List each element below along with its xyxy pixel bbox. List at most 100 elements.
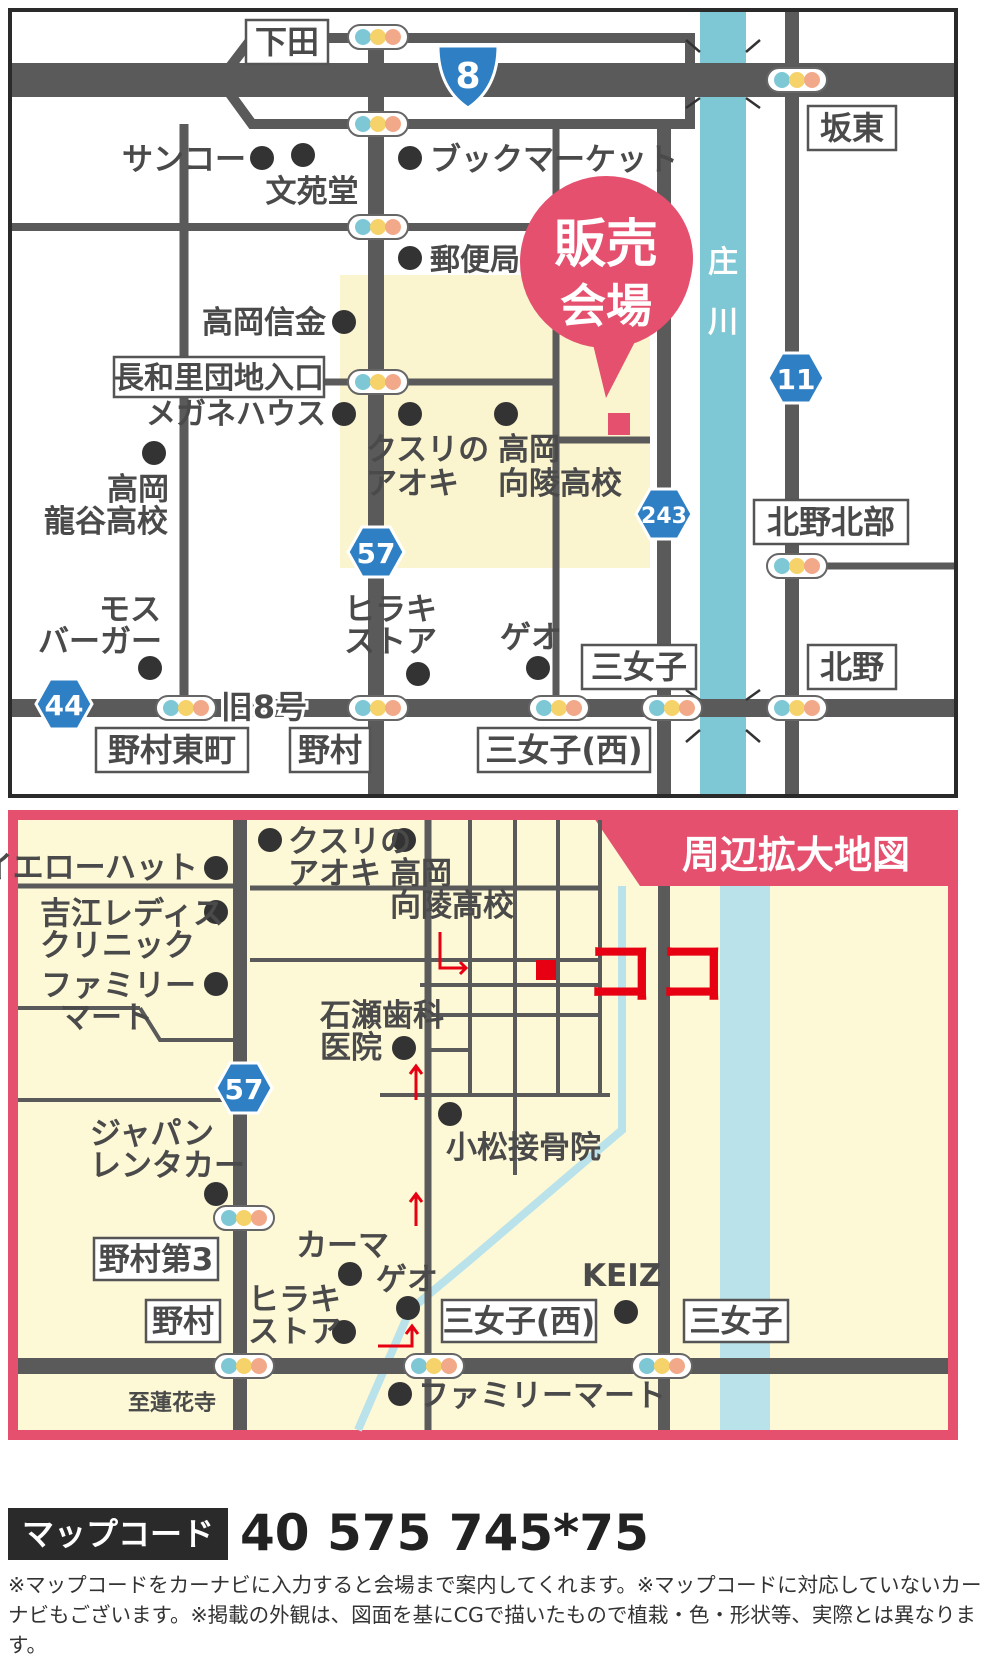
poi-japan: ジャパン — [90, 1116, 214, 1152]
poi-marker — [258, 828, 282, 852]
signal-icon — [155, 695, 217, 721]
footnote-text: ※マップコードをカーナビに入力すると会場まで案内してくれます。※マップコードに対… — [8, 1573, 982, 1657]
poi-hiraki: ヒラキ — [248, 1282, 341, 1318]
signal-icon — [631, 1353, 693, 1379]
poi-marker — [291, 143, 315, 167]
route-243-badge: 243 — [634, 487, 694, 541]
signal-icon — [347, 695, 409, 721]
poi-familymart: ファミリー — [41, 968, 196, 1004]
river-label: 庄 — [708, 245, 738, 280]
svg-text:三女子: 三女子 — [690, 1304, 783, 1340]
svg-text:野村東町: 野村東町 — [108, 731, 236, 769]
svg-text:57: 57 — [225, 1073, 264, 1106]
intersection-nomura: 野村 — [144, 1298, 222, 1344]
signal-icon — [213, 1205, 275, 1231]
poi-marker — [204, 900, 228, 924]
route-11-badge: 11 — [766, 351, 826, 405]
svg-text:11: 11 — [777, 363, 816, 396]
poi-yoshie: クリニック — [40, 928, 195, 964]
svg-text:野村第3: 野村第3 — [99, 1242, 214, 1278]
svg-text:販売: 販売 — [554, 215, 658, 275]
svg-text:会場: 会場 — [560, 279, 652, 333]
poi-familymart: ファミリーマート — [418, 1378, 666, 1414]
svg-text:243: 243 — [641, 504, 687, 529]
route-57-badge: 57 — [346, 525, 406, 579]
poi-ryukoku: 龍谷高校 — [44, 504, 168, 540]
intersection-nomurahigashi: 野村東町 — [94, 726, 250, 774]
map-code-value: 40 575 745*75 — [240, 1504, 649, 1562]
poi-marker — [398, 246, 422, 270]
venue-marker — [536, 960, 556, 980]
intersection-sannagoko-nishi: 三女子(西) — [440, 1298, 598, 1344]
poi-meganehouse: メガネハウス — [146, 397, 326, 432]
signal-icon — [403, 1353, 465, 1379]
poi-mos: バーガー — [38, 624, 162, 660]
poi-hiraki: ストア — [344, 624, 437, 660]
svg-text:三女子(西): 三女子(西) — [485, 731, 642, 769]
intersection-kitanokitabe: 北野北部 — [752, 498, 910, 546]
top-map: 8 11 243 57 44 下田 坂東 長和里団地入口 — [8, 8, 958, 798]
poi-bunendo: 文苑堂 — [266, 174, 359, 210]
svg-text:三女子(西): 三女子(西) — [443, 1304, 595, 1340]
poi-yoshie: 吉江レディス — [40, 896, 224, 932]
intersection-shimoda: 下田 — [244, 18, 330, 66]
svg-text:8: 8 — [455, 56, 480, 97]
signal-icon — [766, 553, 828, 579]
poi-marker — [332, 310, 356, 334]
poi-ryukoku: 高岡 — [107, 472, 169, 508]
poi-marker — [204, 972, 228, 996]
intersection-bando: 坂東 — [806, 104, 898, 152]
intersection-nagawari: 長和里団地入口 — [112, 355, 326, 399]
poi-marker — [392, 1036, 416, 1060]
poi-kama: カーマ — [296, 1228, 389, 1264]
poi-marker — [438, 1102, 462, 1126]
area-map: 8 11 243 57 44 下田 坂東 長和里団地入口 — [0, 8, 958, 1440]
signal-icon — [528, 695, 590, 721]
route-8-badge: 8 — [436, 44, 500, 110]
route-44-badge: 44 — [34, 677, 94, 731]
svg-text:野村: 野村 — [152, 1304, 214, 1340]
signal-icon — [766, 67, 828, 93]
signal-icon — [347, 111, 409, 137]
signal-icon — [766, 695, 828, 721]
poi-hiraki: ヒラキ — [344, 592, 437, 628]
poi-marker — [250, 146, 274, 170]
poi-hiraki: ストア — [248, 1314, 341, 1350]
poi-post: 郵便局 — [430, 243, 520, 278]
poi-marker — [614, 1300, 638, 1324]
koko-label: ココ — [584, 931, 728, 1015]
venue-marker — [608, 413, 630, 435]
poi-marker — [398, 402, 422, 426]
poi-marker — [388, 1382, 412, 1406]
signal-icon — [347, 214, 409, 240]
poi-marker — [138, 656, 162, 680]
poi-ishise: 石瀬歯科 — [319, 998, 444, 1034]
poi-aoki: クスリの — [288, 824, 411, 860]
svg-text:44: 44 — [45, 689, 84, 722]
intersection-sannagoko: 三女子 — [682, 1298, 790, 1344]
poi-marker — [398, 146, 422, 170]
poi-geo: ゲオ — [500, 620, 562, 656]
signal-icon — [213, 1353, 275, 1379]
direction-renge: 至蓮花寺 — [128, 1390, 216, 1416]
river-label: 川 — [708, 305, 738, 340]
signal-icon — [347, 24, 409, 50]
intersection-nomura3: 野村第3 — [92, 1236, 220, 1282]
poi-familymart: マート — [60, 1000, 153, 1036]
poi-shinkin: 高岡信金 — [202, 305, 327, 341]
poi-ishise: 医院 — [320, 1030, 382, 1066]
route-57-badge: 57 — [214, 1061, 274, 1115]
poi-marker — [392, 828, 416, 852]
poi-komatsu: 小松接骨院 — [446, 1130, 601, 1166]
poi-marker — [332, 402, 356, 426]
poi-aoki: アオキ — [288, 856, 381, 892]
poi-marker — [396, 1296, 420, 1320]
svg-text:坂東: 坂東 — [820, 109, 884, 147]
poi-marker — [494, 402, 518, 426]
poi-mos: モス — [99, 592, 161, 628]
poi-marker — [204, 1182, 228, 1206]
svg-text:野村: 野村 — [298, 731, 362, 769]
stream — [354, 886, 626, 1432]
signal-icon — [641, 695, 703, 721]
svg-text:57: 57 — [357, 537, 396, 570]
